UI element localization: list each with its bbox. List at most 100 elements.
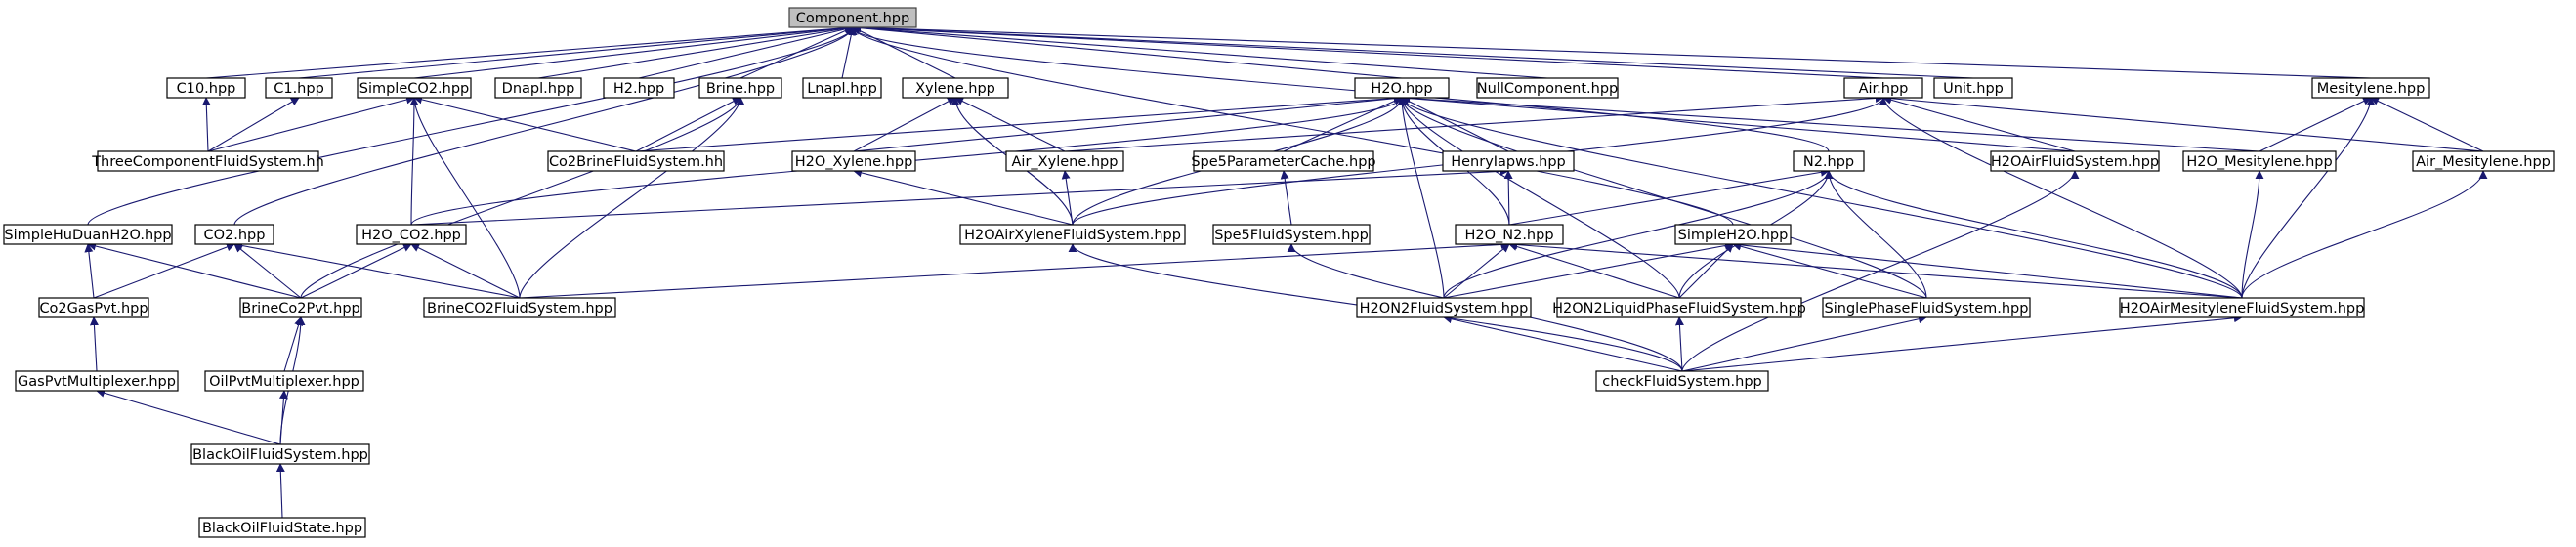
edge-h2oairmesitylenefs-to-airmesitylene [2241, 170, 2488, 299]
node-h2oxylene[interactable]: H2O_Xylene.hpp [791, 150, 916, 172]
edge-airxylene-to-air [1064, 94, 1884, 152]
node-h2oairmesitylenefs[interactable]: H2OAirMesityleneFluidSystem.hpp [2119, 297, 2365, 318]
edge-checkfs-to-h2on2fs [1443, 315, 1683, 372]
node-airxylene[interactable]: Air_Xylene.hpp [1005, 150, 1124, 172]
node-box [265, 77, 333, 99]
node-label: BrineCO2FluidSystem.hpp [427, 301, 612, 316]
edge-lnapl-to-component [841, 26, 856, 79]
edge-threecomp-to-simpleco2 [207, 95, 415, 152]
node-threecomp[interactable]: ThreeComponentFluidSystem.hh [91, 150, 324, 172]
node-box [2182, 150, 2337, 172]
node-label: N2.hpp [1803, 154, 1854, 170]
edge-airmesitylene-to-air [1882, 94, 2484, 152]
node-h2oairxylenefs[interactable]: H2OAirXyleneFluidSystem.hpp [959, 224, 1186, 245]
node-label: Spe5ParameterCache.hpp [1191, 154, 1375, 170]
edge-h2oairmesitylenefs-to-mesitylene [2241, 97, 2376, 299]
node-airmesitylene[interactable]: Air_Mesitylene.hpp [2412, 150, 2555, 172]
node-checkfs[interactable]: checkFluidSystem.hpp [1595, 370, 1769, 392]
edge-h2on2fs-to-h2on2 [1443, 243, 1510, 299]
node-h2on2[interactable]: H2O_N2.hpp [1455, 224, 1564, 245]
edge-co2gaspvt-to-co2 [93, 242, 235, 299]
edge-h2oairfs-to-air [1882, 95, 2076, 152]
edge-h2o-to-component [852, 23, 1403, 79]
node-h2omesitylene[interactable]: H2O_Mesitylene.hpp [2182, 150, 2337, 172]
node-brineco2fs[interactable]: BrineCO2FluidSystem.hpp [423, 297, 616, 318]
node-box [2311, 77, 2430, 99]
node-gaspvtmux[interactable]: GasPvtMultiplexer.hpp [15, 370, 179, 392]
node-unit[interactable]: Unit.hpp [1933, 77, 2013, 99]
edge-simpleco2-to-component [413, 23, 854, 79]
node-henry[interactable]: HenryIapws.hpp [1442, 150, 1575, 172]
node-label: Unit.hpp [1943, 81, 2004, 97]
node-singlephasefs[interactable]: SinglePhaseFluidSystem.hpp [1822, 297, 2031, 318]
node-spe5fs[interactable]: Spe5FluidSystem.hpp [1212, 224, 1371, 245]
node-h2[interactable]: H2.hpp [603, 77, 675, 99]
node-box [1990, 150, 2160, 172]
node-simpleh2o[interactable]: SimpleH2O.hpp [1674, 224, 1792, 245]
node-label: H2ON2FluidSystem.hpp [1360, 301, 1529, 316]
edge-brineco2pvt-to-co2 [233, 243, 302, 299]
edge-brineco2fs-to-brine [519, 97, 745, 299]
node-h2o[interactable]: H2O.hpp [1354, 77, 1450, 99]
node-label: checkFluidSystem.hpp [1602, 374, 1762, 390]
node-label: H2O_N2.hpp [1464, 228, 1553, 243]
node-simplehuduan[interactable]: SimpleHuDuanH2O.hpp [3, 224, 173, 245]
node-n2[interactable]: N2.hpp [1793, 150, 1865, 172]
node-box [15, 370, 179, 392]
node-h2oco2[interactable]: H2O_CO2.hpp [356, 224, 467, 245]
node-spe5cache[interactable]: Spe5ParameterCache.hpp [1191, 150, 1376, 172]
edge-checkfs-to-h2oairmesitylenefs [1681, 314, 2243, 372]
node-box [791, 150, 916, 172]
edge-c1-to-component [298, 23, 854, 79]
node-box [1595, 370, 1769, 392]
node-xylene[interactable]: Xylene.hpp [902, 77, 1009, 99]
node-simpleco2[interactable]: SimpleCO2.hpp [357, 77, 472, 99]
node-h2on2liqfs[interactable]: H2ON2LiquidPhaseFluidSystem.hpp [1552, 297, 1806, 318]
edge-c10-to-component [205, 23, 854, 79]
edge-h2on2-to-henry [1503, 170, 1513, 226]
node-box [190, 443, 370, 465]
node-label: CO2.hpp [204, 228, 266, 243]
node-label: ThreeComponentFluidSystem.hh [91, 154, 324, 170]
node-label: GasPvtMultiplexer.hpp [18, 374, 176, 390]
node-co2brine[interactable]: Co2BrineFluidSystem.hh [547, 150, 725, 172]
node-mesitylene[interactable]: Mesitylene.hpp [2311, 77, 2430, 99]
node-label: SimpleH2O.hpp [1678, 228, 1789, 243]
node-label: H2.hpp [613, 81, 664, 97]
edge-blackoilstate-to-blackoilfs [275, 463, 285, 519]
node-c10[interactable]: C10.hpp [166, 77, 246, 99]
node-label: SinglePhaseFluidSystem.hpp [1825, 301, 2029, 316]
node-label: H2O_Xylene.hpp [795, 154, 913, 170]
edge-singlephasefs-to-n2 [1824, 170, 1927, 299]
node-blackoilstate[interactable]: BlackOilFluidState.hpp [198, 517, 366, 538]
node-lnapl[interactable]: Lnapl.hpp [802, 77, 882, 99]
node-oilpvtmux[interactable]: OilPvtMultiplexer.hpp [204, 370, 364, 392]
edge-airmesitylene-to-mesitylene [2370, 97, 2484, 152]
node-label: H2O_CO2.hpp [361, 228, 461, 243]
node-dnapl[interactable]: Dnapl.hpp [494, 77, 582, 99]
node-h2on2fs[interactable]: H2ON2FluidSystem.hpp [1356, 297, 1532, 318]
edge-spe5fs-to-spe5cache [1280, 170, 1292, 226]
node-component[interactable]: Component.hpp [788, 7, 917, 28]
node-air[interactable]: Air.hpp [1843, 77, 1923, 99]
node-h2oairfs[interactable]: H2OAirFluidSystem.hpp [1990, 150, 2160, 172]
node-co2gaspvt[interactable]: Co2GasPvt.hpp [38, 297, 149, 318]
edge-n2-to-component [848, 26, 1830, 152]
edge-h2oco2-to-simpleco2 [409, 97, 419, 226]
edge-brineco2fs-to-h2oco2 [410, 243, 521, 299]
node-box [198, 517, 366, 538]
edge-co2brine-to-simpleco2 [413, 95, 637, 152]
node-box [547, 150, 725, 172]
edge-h2omesitylene-to-h2o [1401, 94, 2260, 152]
node-co2[interactable]: CO2.hpp [194, 224, 274, 245]
node-brineco2pvt[interactable]: BrineCo2Pvt.hpp [239, 297, 362, 318]
node-blackoilfs[interactable]: BlackOilFluidSystem.hpp [190, 443, 370, 465]
node-nullcomp[interactable]: NullComponent.hpp [1476, 77, 1619, 99]
node-box [2119, 297, 2365, 318]
node-box [788, 7, 917, 28]
edge-brineco2pvt-to-h2oco2 [300, 243, 412, 299]
node-brine[interactable]: Brine.hpp [698, 77, 782, 99]
node-box [1212, 224, 1371, 245]
edge-brineco2fs-to-co2 [233, 241, 521, 299]
node-c1[interactable]: C1.hpp [265, 77, 333, 99]
